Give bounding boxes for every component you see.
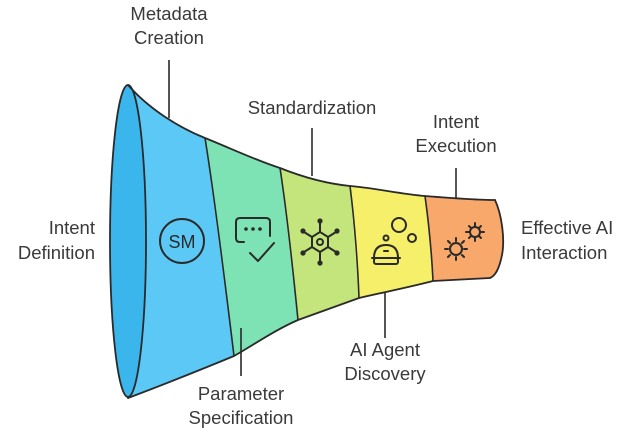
svg-text:SM: SM xyxy=(169,232,196,252)
funnel-mouth xyxy=(109,84,147,398)
label-effective-ai-interaction-line1: Effective AI xyxy=(521,217,613,238)
ai-robot-icon xyxy=(371,217,417,265)
chat-check-icon xyxy=(235,217,275,262)
label-parameter-specification: Parameter Specification xyxy=(189,383,294,428)
label-ai-agent-discovery: AI Agent Discovery xyxy=(344,339,426,384)
segment-intent-definition xyxy=(128,85,234,398)
label-parameter-specification-line2: Specification xyxy=(189,407,294,428)
gears-icon xyxy=(444,222,485,261)
label-effective-ai-interaction: Effective AI Interaction xyxy=(521,217,613,263)
segment-ai-agent-discovery xyxy=(425,196,504,281)
label-intent-execution-line2: Execution xyxy=(415,135,496,156)
label-standardization: Standardization xyxy=(248,97,377,118)
label-metadata-creation: Metadata Creation xyxy=(130,3,208,48)
divider-2 xyxy=(279,167,299,321)
sm-badge-icon: SM xyxy=(159,218,205,264)
label-effective-ai-interaction-line2: Interaction xyxy=(521,242,607,263)
divider-3 xyxy=(349,185,360,299)
divider-1 xyxy=(204,137,235,357)
label-metadata-creation-line2: Creation xyxy=(134,27,204,48)
label-ai-agent-discovery-line1: AI Agent xyxy=(350,339,420,360)
label-intent-definition-line2: Definition xyxy=(18,242,95,263)
label-metadata-creation-line1: Metadata xyxy=(130,3,208,24)
label-intent-definition-line1: Intent xyxy=(49,217,95,238)
segment-standardization xyxy=(350,186,433,298)
segment-metadata-creation xyxy=(205,138,298,356)
funnel-outline-top xyxy=(127,84,496,201)
label-standardization-line1: Standardization xyxy=(248,97,377,118)
divider-4 xyxy=(424,195,434,282)
label-intent-execution: Intent Execution xyxy=(415,111,496,156)
label-parameter-specification-line1: Parameter xyxy=(198,383,284,404)
label-ai-agent-discovery-line2: Discovery xyxy=(344,363,426,384)
hexagon-network-icon xyxy=(300,218,340,266)
funnel-outline-end xyxy=(489,199,505,279)
label-intent-definition: Intent Definition xyxy=(18,217,95,263)
label-intent-execution-line1: Intent xyxy=(433,111,479,132)
